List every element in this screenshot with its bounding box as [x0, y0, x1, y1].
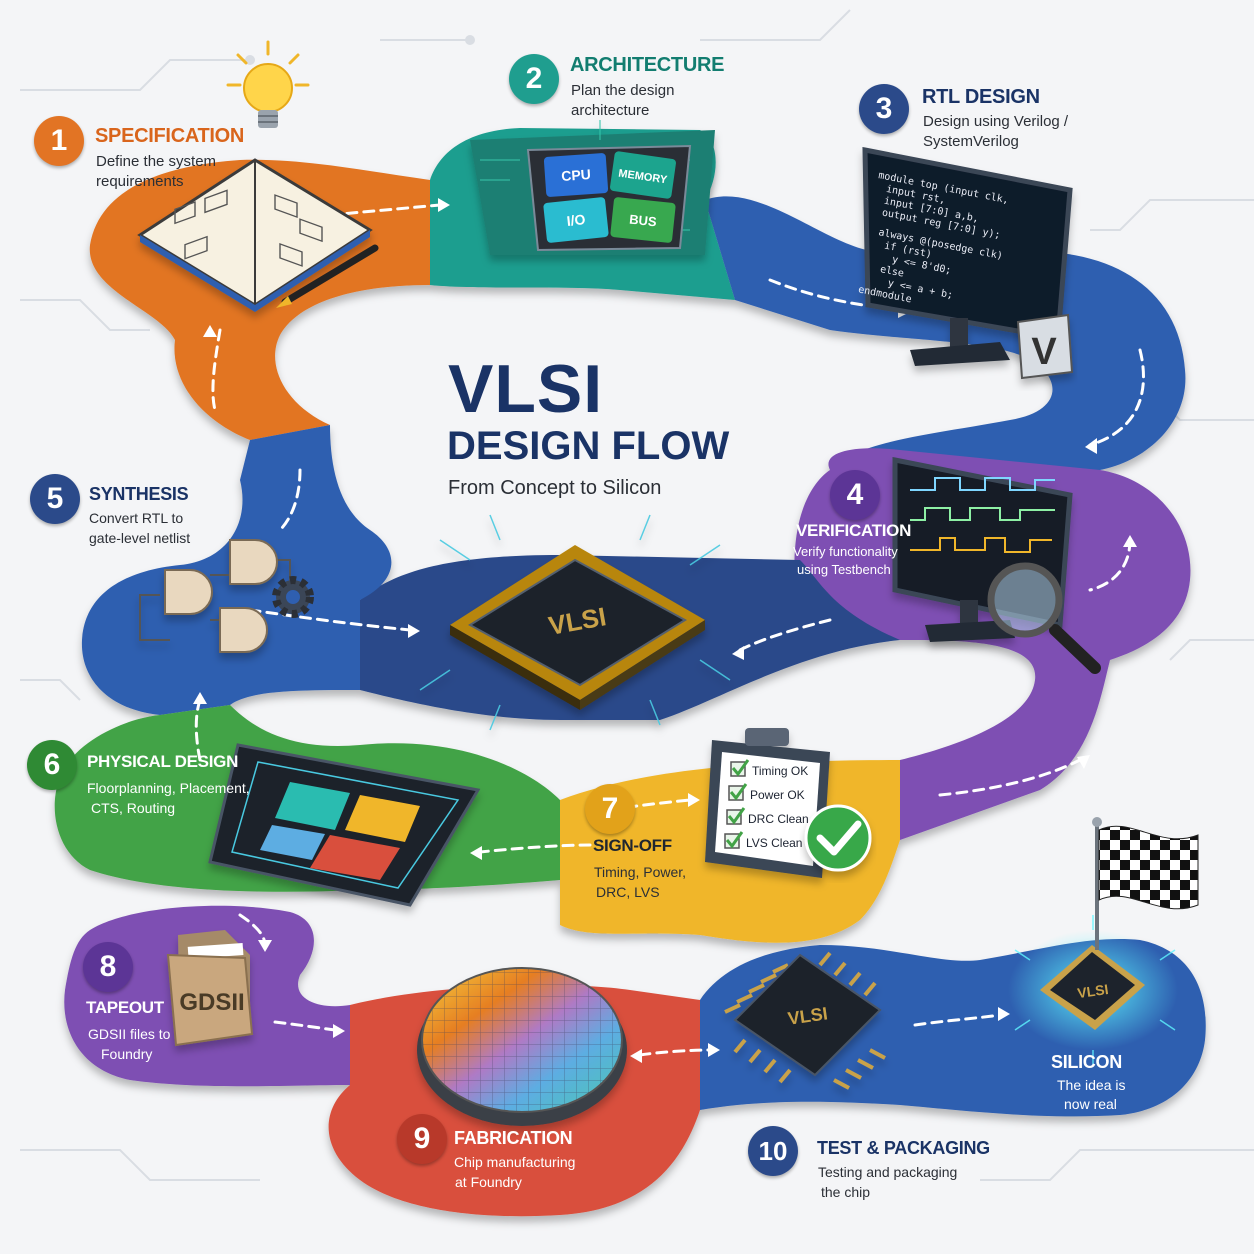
clipboard-checklist-icon: Timing OK Power OK DRC Clean LVS Clean	[705, 728, 830, 878]
folder-icon: GDSII	[166, 930, 254, 1047]
step-1-badge: 1	[34, 116, 84, 166]
step-5-desc-line-2: gate-level netlist	[89, 530, 191, 546]
logic-gates-icon	[139, 539, 300, 653]
arch-block-io-label: I/O	[566, 211, 586, 229]
step-2-badge: 2	[509, 54, 559, 104]
step-2-title: ARCHITECTURE	[570, 54, 725, 76]
step-8-desc-line-2: Foundry	[101, 1046, 153, 1062]
step-6-title: PHYSICAL DESIGN	[87, 752, 239, 771]
step-9-badge: 9	[397, 1114, 447, 1164]
step-2-desc-line-2: architecture	[571, 102, 650, 119]
arch-block-io	[543, 197, 609, 243]
step-6-desc-line-1: Floorplanning, Placement,	[87, 780, 250, 796]
step-8-title: TAPEOUT	[86, 998, 164, 1017]
lightbulb-icon	[226, 40, 310, 128]
step-3-badge: 3	[859, 84, 909, 134]
silicon-chip-label: VLSI	[1076, 981, 1109, 1001]
background-circuit-traces	[20, 9, 1254, 1181]
main-subtitle: DESIGN FLOW	[447, 424, 730, 468]
rtl-code-line-8: else	[879, 264, 905, 279]
arrow-1-to-2	[328, 203, 442, 217]
arch-block-cpu-label: CPU	[561, 166, 592, 184]
arch-block-cpu	[543, 153, 609, 197]
step-4-title: VERIFICATION	[796, 521, 912, 540]
step-4-desc-line-2: using Testbench	[797, 562, 891, 577]
step-5-title: SYNTHESIS	[89, 484, 189, 504]
step-7-desc-line-1: Timing, Power,	[594, 864, 687, 880]
step-1-desc-line-2: requirements	[96, 173, 184, 190]
step-7-title: SIGN-OFF	[593, 836, 672, 855]
step-3-desc-line-2: SystemVerilog	[923, 133, 1019, 150]
arrow-5-to-center	[248, 608, 412, 632]
checkered-flag-icon	[1092, 817, 1199, 950]
silicon-desc-line-2: now real	[1064, 1096, 1117, 1112]
step-5-badge: 5	[30, 474, 80, 524]
main-tagline: From Concept to Silicon	[448, 477, 662, 499]
arrow-8-to-9	[273, 1020, 337, 1032]
step-10-badge: 10	[748, 1126, 798, 1176]
arch-block-memory	[610, 151, 676, 199]
gear-icon	[272, 576, 314, 618]
pencil-icon	[276, 244, 379, 308]
signoff-check-power: Power OK	[750, 788, 805, 802]
step-6-desc-line-2: CTS, Routing	[91, 800, 176, 816]
arrow-1-down	[211, 328, 222, 412]
arrow-3-to-4	[1088, 348, 1145, 447]
arrow-verify-right	[938, 758, 1082, 797]
step-10-title: TEST & PACKAGING	[817, 1138, 990, 1158]
main-title: VLSI	[448, 351, 604, 427]
folder-label: GDSII	[179, 989, 244, 1016]
step-8-desc-line-1: GDSII files to	[88, 1026, 171, 1042]
signoff-check-lvs: LVS Clean	[746, 836, 802, 850]
arrow-9-to-10	[638, 1048, 712, 1057]
silicon-title: SILICON	[1051, 1052, 1122, 1072]
arrow-7-left	[478, 843, 592, 854]
verilog-logo-icon: V	[1016, 313, 1074, 380]
signoff-check-drc: DRC Clean	[748, 812, 809, 826]
verilog-logo-letter: V	[1031, 331, 1057, 373]
arrow-5-up	[278, 468, 302, 532]
step-10-desc-line-2: the chip	[821, 1184, 871, 1200]
code-monitor-icon: module top (input clk, input rst, input …	[857, 146, 1073, 366]
step-1-title: SPECIFICATION	[95, 125, 245, 147]
signoff-check-timing: Timing OK	[752, 764, 808, 778]
silicon-chip-icon: VLSI	[1008, 915, 1178, 1065]
step-8-badge: 8	[83, 942, 133, 992]
arch-block-bus	[610, 197, 676, 243]
open-book-icon	[137, 158, 373, 312]
chip-package-icon: VLSI	[724, 951, 886, 1090]
step-6-badge: 6	[27, 740, 77, 790]
step-7-desc-line-2: DRC, LVS	[596, 884, 660, 900]
step-3-title: RTL DESIGN	[922, 86, 1040, 108]
arrow-center-in	[738, 618, 832, 652]
silicon-desc-line-1: The idea is	[1057, 1077, 1126, 1093]
center-vlsi-chip-icon: VLSI	[419, 514, 731, 731]
step-7-badge: 7	[585, 784, 635, 834]
step-4-desc-line-1: Verify functionality	[793, 544, 898, 559]
step-10-desc-line-1: Testing and packaging	[818, 1164, 958, 1180]
magnifier-icon	[987, 562, 1101, 674]
arch-block-bus-label: BUS	[629, 212, 658, 230]
cpu-block-icon: CPU MEMORY I/O BUS	[470, 120, 715, 255]
wafer-icon	[417, 967, 627, 1126]
arrow-10-to-silicon	[913, 1013, 1002, 1027]
step-5-desc-line-1: Convert RTL to	[89, 510, 184, 526]
success-check-icon	[804, 804, 872, 872]
step-9-desc-line-2: at Foundry	[455, 1174, 522, 1190]
step-9-title: FABRICATION	[454, 1128, 573, 1148]
arrow-4-to-center	[1088, 538, 1132, 592]
step-2-desc-line-1: Plan the design	[571, 82, 675, 99]
step-3-desc-line-1: Design using Verilog /	[923, 113, 1069, 130]
step-1-desc-line-1: Define the system	[96, 153, 217, 170]
step-9-desc-line-1: Chip manufacturing	[454, 1154, 576, 1170]
step-4-badge: 4	[830, 470, 880, 520]
layout-board-icon	[208, 743, 481, 907]
